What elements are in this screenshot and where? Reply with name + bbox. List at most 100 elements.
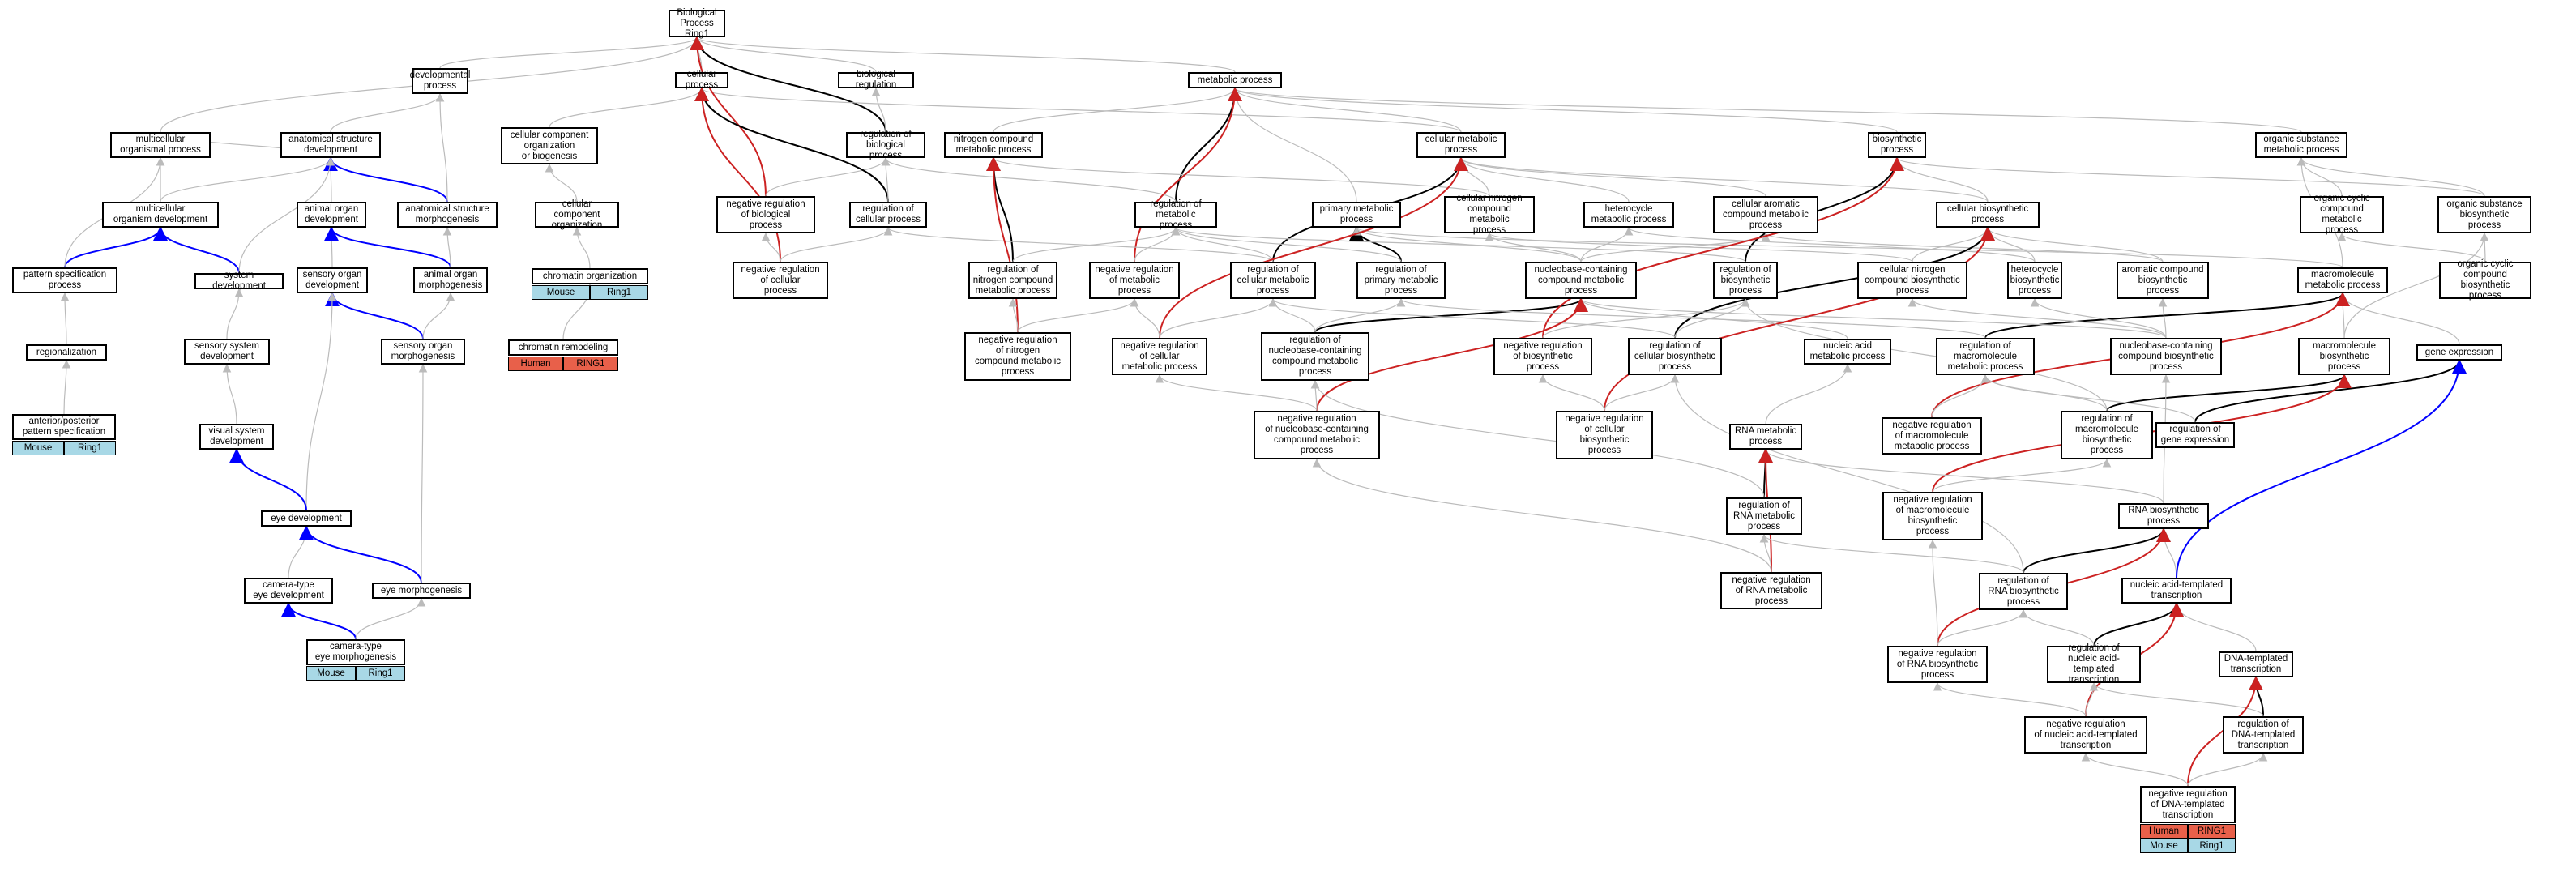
go-term-aod[interactable]: animal organ development	[297, 202, 366, 228]
go-term-nrmp[interactable]: negative regulation of metabolic process	[1089, 262, 1180, 299]
edge-mbp-to-mmp	[2338, 292, 2347, 339]
go-term-rmmp[interactable]: regulation of macromolecule metabolic pr…	[1936, 338, 2035, 375]
go-term-ncmp[interactable]: nitrogen compound metabolic process	[944, 132, 1043, 158]
go-term-chro[interactable]: chromatin organization	[532, 268, 648, 284]
go-term-nrncmp[interactable]: negative regulation of nitrogen compound…	[964, 332, 1071, 381]
go-term-nrnatt[interactable]: negative regulation of nucleic acid-temp…	[2024, 716, 2147, 754]
go-term-mmp[interactable]: macromolecule metabolic process	[2297, 267, 2388, 293]
go-term-osbp[interactable]: organic substance biosynthetic process	[2437, 196, 2531, 233]
go-term-bp[interactable]: Biological Process Ring1	[669, 8, 725, 39]
go-term-namp[interactable]: nucleic acid metabolic process	[1804, 339, 1891, 365]
edge-rbsp-to-rmp	[1171, 226, 1746, 263]
edge-nrdtt-to-nrnatt	[2081, 752, 2189, 787]
edge-nrncmp-to-nrmp	[1017, 297, 1139, 333]
go-term-chrrem[interactable]: chromatin remodeling	[508, 339, 618, 356]
go-term-rcmp[interactable]: regulation of cellular metabolic process	[1230, 262, 1316, 299]
go-term-natt[interactable]: nucleic acid-templated transcription	[2121, 578, 2232, 604]
go-term-nrdtt[interactable]: negative regulation of DNA-templated tra…	[2140, 786, 2236, 823]
go-term-acbp[interactable]: aromatic compound biosynthetic process	[2117, 262, 2209, 299]
edge-cbp-to-bsp	[1892, 156, 1989, 203]
go-term-ctem[interactable]: camera-type eye morphogenesis	[306, 639, 405, 665]
go-term-cncbp[interactable]: cellular nitrogen compound biosynthetic …	[1857, 262, 1967, 299]
go-term-ccob[interactable]: cellular component organization or bioge…	[501, 127, 598, 164]
go-term-osmp[interactable]: organic substance metabolic process	[2255, 132, 2347, 158]
edge-rrnabp-to-rrnamp	[1759, 533, 2024, 574]
go-term-nbcbp[interactable]: nucleobase-containing compound biosynthe…	[2110, 338, 2222, 375]
go-term-sysdev[interactable]: system development	[194, 271, 284, 291]
go-term-rbsp[interactable]: regulation of biosynthetic process	[1713, 262, 1778, 299]
edge-nrnatt-to-rnatt	[2085, 681, 2099, 717]
go-term-nrrnabp[interactable]: negative regulation of RNA biosynthetic …	[1887, 646, 1988, 683]
go-term-nrcp[interactable]: negative regulation of cellular process	[733, 262, 828, 299]
go-term-rdtt[interactable]: regulation of DNA-templated transcriptio…	[2223, 716, 2304, 754]
edge-acbp-to-cbp	[1983, 226, 2164, 263]
go-term-eyem[interactable]: eye morphogenesis	[372, 583, 471, 599]
go-term-nrmmp[interactable]: negative regulation of macromolecule met…	[1882, 417, 1982, 455]
go-term-mbp[interactable]: macromolecule biosynthetic process	[2298, 338, 2390, 375]
go-term-rnbcmp[interactable]: regulation of nucleobase-containing comp…	[1261, 332, 1369, 381]
go-term-ge[interactable]: gene expression	[2416, 344, 2502, 361]
edge-rbp-to-breg	[871, 87, 886, 133]
edge-hmp-to-cmp	[1456, 156, 1630, 203]
go-term-rmbp[interactable]: regulation of macromolecule biosynthetic…	[2061, 411, 2153, 459]
go-term-occbp[interactable]: organic cyclic compound biosynthetic pro…	[2439, 259, 2531, 301]
go-term-ssd[interactable]: sensory system development	[184, 339, 270, 365]
go-term-cp[interactable]: cellular process	[675, 70, 728, 90]
go-term-nrbp[interactable]: negative regulation of biological proces…	[716, 196, 815, 233]
go-term-eyedev[interactable]: eye development	[261, 510, 352, 527]
go-term-nrbsp[interactable]: negative regulation of biosynthetic proc…	[1493, 338, 1592, 375]
go-term-cncmp[interactable]: cellular nitrogen compound metabolic pro…	[1444, 194, 1535, 235]
go-term-nrnbcmp[interactable]: negative regulation of nucleobase-contai…	[1254, 411, 1380, 459]
go-term-rcp[interactable]: regulation of cellular process	[849, 202, 927, 228]
go-term-hbp[interactable]: heterocycle biosynthetic process	[2007, 262, 2062, 299]
go-term-mp[interactable]: metabolic process	[1188, 72, 1282, 88]
go-term-asm[interactable]: anatomical structure morphogenesis	[397, 202, 498, 228]
go-term-cmp[interactable]: cellular metabolic process	[1416, 132, 1506, 158]
go-term-cted[interactable]: camera-type eye development	[244, 578, 333, 604]
go-term-apps[interactable]: anterior/posterior pattern specification	[12, 414, 116, 440]
go-term-asd[interactable]: anatomical structure development	[280, 132, 381, 158]
go-term-pmp[interactable]: primary metabolic process	[1312, 202, 1401, 228]
go-term-mod[interactable]: multicellular organism development	[102, 202, 219, 228]
go-term-rnabp[interactable]: RNA biosynthetic process	[2118, 503, 2209, 529]
edge-nrcbp-to-rcbp	[1604, 374, 1680, 412]
go-term-nrcbp[interactable]: negative regulation of cellular biosynth…	[1556, 411, 1653, 459]
go-term-rnatt[interactable]: regulation of nucleic acid-templated tra…	[2047, 643, 2141, 685]
go-term-sod[interactable]: sensory organ development	[297, 267, 368, 293]
edge-nrcp-to-cp	[694, 87, 781, 263]
go-term-nrcmp[interactable]: negative regulation of cellular metaboli…	[1112, 338, 1207, 375]
annotation-ctem-species: Mouse	[306, 666, 356, 681]
go-term-aom[interactable]: animal organ morphogenesis	[413, 267, 488, 293]
go-term-vsd[interactable]: visual system development	[199, 424, 274, 450]
go-term-cbp[interactable]: cellular biosynthetic process	[1936, 202, 2040, 228]
edge-osbp-to-osmp	[2296, 156, 2485, 197]
go-term-rge[interactable]: regulation of gene expression	[2155, 422, 2235, 448]
edge-nbcbp-to-cncbp	[1907, 297, 2167, 339]
go-term-rbp[interactable]: regulation of biological process	[846, 130, 925, 160]
edge-rbp-to-bp	[690, 36, 886, 133]
go-term-som[interactable]: sensory organ morphogenesis	[381, 339, 465, 365]
go-term-mop[interactable]: multicellular organismal process	[110, 132, 211, 158]
edge-camp-to-cmp	[1456, 156, 1766, 197]
go-term-breg[interactable]: biological regulation	[838, 70, 914, 90]
go-term-nbcmp[interactable]: nucleobase-containing compound metabolic…	[1525, 262, 1637, 299]
go-term-nrmbp[interactable]: negative regulation of macromolecule bio…	[1882, 492, 1983, 540]
go-term-occmp[interactable]: organic cyclic compound metabolic proces…	[2300, 194, 2384, 235]
go-term-camp[interactable]: cellular aromatic compound metabolic pro…	[1713, 196, 1818, 233]
go-term-nrrnamp[interactable]: negative regulation of RNA metabolic pro…	[1720, 572, 1822, 609]
go-term-bsp[interactable]: biosynthetic process	[1868, 132, 1926, 158]
go-term-psp[interactable]: pattern specification process	[12, 267, 117, 293]
go-term-rncmp[interactable]: regulation of nitrogen compound metaboli…	[968, 262, 1057, 299]
go-term-reg[interactable]: regionalization	[26, 344, 107, 361]
go-term-rrnabp[interactable]: regulation of RNA biosynthetic process	[1979, 573, 2068, 610]
go-term-rcbp[interactable]: regulation of cellular biosynthetic proc…	[1628, 338, 1722, 375]
go-term-rpmp[interactable]: regulation of primary metabolic process	[1356, 262, 1446, 299]
edge-natt-to-rnabp	[2159, 527, 2177, 579]
go-term-hmp[interactable]: heterocycle metabolic process	[1583, 202, 1674, 228]
go-term-rrnamp[interactable]: regulation of RNA metabolic process	[1726, 497, 1802, 535]
go-term-rmp[interactable]: regulation of metabolic process	[1134, 199, 1217, 230]
go-term-rnamp[interactable]: RNA metabolic process	[1729, 424, 1802, 450]
go-term-cco[interactable]: cellular component organization	[535, 199, 619, 230]
go-term-dtt[interactable]: DNA-templated transcription	[2219, 651, 2293, 677]
go-term-dev[interactable]: developmental process	[410, 68, 470, 94]
